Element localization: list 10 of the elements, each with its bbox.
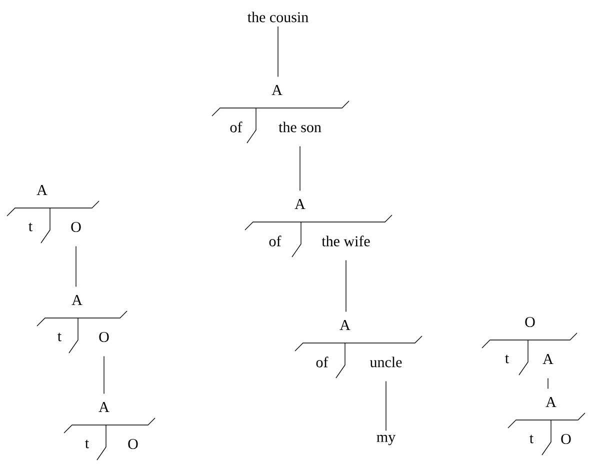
construction-bracket: A of the son: [212, 85, 350, 144]
construction-bracket: A t O: [508, 397, 586, 456]
construction-bracket: A t O: [36, 295, 128, 354]
word-label: my: [376, 434, 396, 446]
construction-bracket: A of the wife: [244, 199, 392, 258]
construction-bracket: A t O: [6, 185, 100, 244]
word-label: the cousin: [248, 12, 308, 22]
construction-bracket: A t O: [64, 402, 156, 460]
construction-bracket: A of uncle: [294, 320, 422, 378]
construction-bracket: O t A: [482, 316, 578, 376]
